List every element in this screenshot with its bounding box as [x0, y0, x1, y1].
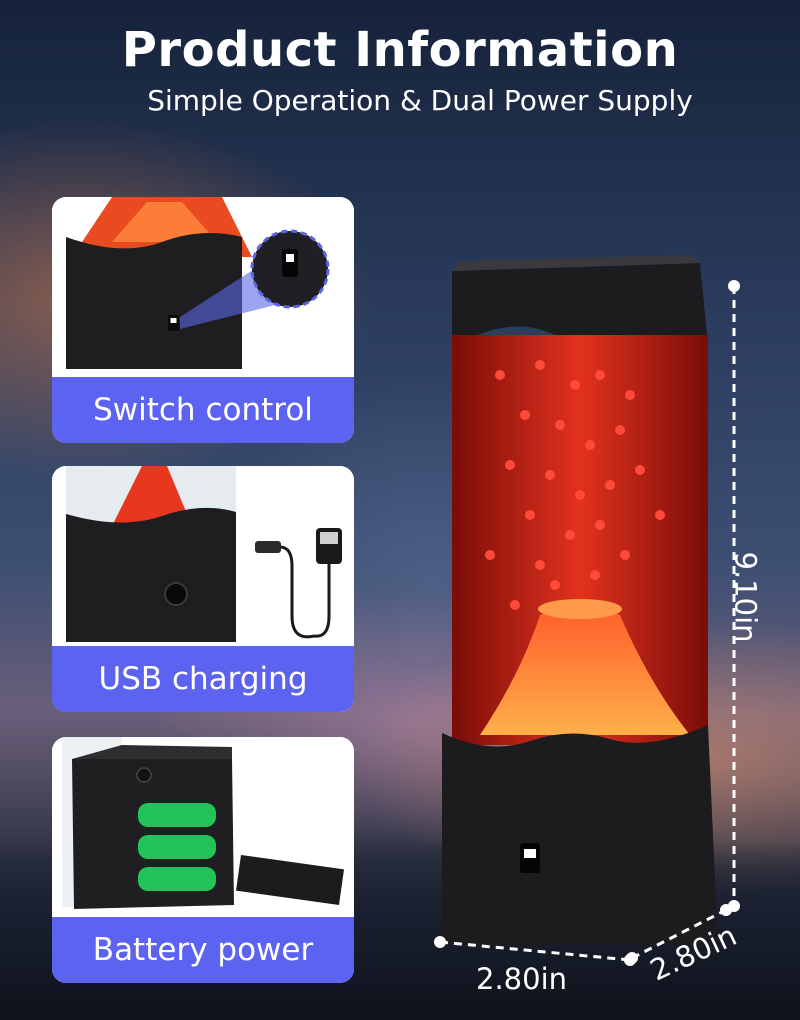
depth-dimension-line — [626, 904, 732, 964]
width-dimension-label: 2.80in — [476, 962, 568, 996]
feature-card-switch: Switch control — [52, 197, 354, 443]
page-title: Product Information — [121, 22, 679, 78]
feature-label: Switch control — [52, 377, 354, 443]
page-subtitle: Simple Operation & Dual Power Supply — [147, 84, 693, 117]
feature-card-usb: USB charging — [52, 466, 354, 712]
usb-charging-photo — [52, 466, 354, 656]
switch-control-photo — [52, 197, 354, 387]
height-dimension-label: 9.10in — [728, 551, 763, 643]
feature-label: USB charging — [52, 646, 354, 712]
feature-card-battery: Battery power — [52, 737, 354, 983]
lava-bubbles — [485, 360, 665, 610]
feature-label: Battery power — [52, 917, 354, 983]
battery-power-photo — [52, 737, 354, 927]
lava-lamp-product-image — [442, 255, 718, 945]
